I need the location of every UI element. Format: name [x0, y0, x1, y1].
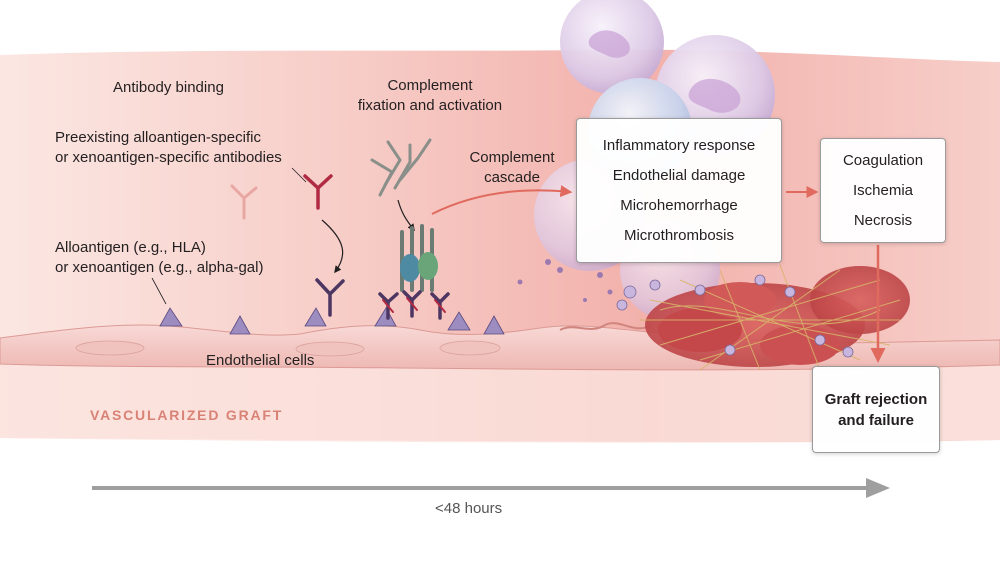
cascade-arrow	[431, 185, 573, 215]
label-complement-cascade: Complement cascade	[460, 148, 564, 188]
complement-complex	[370, 138, 450, 320]
alloantigen-markers	[159, 307, 505, 335]
box-graft-failure: Graft rejection and failure	[812, 366, 940, 453]
leader-line	[151, 277, 167, 305]
label-preexisting-antibodies: Preexisting alloantigen-specific or xeno…	[55, 128, 282, 168]
endothelial-nucleus	[439, 340, 501, 356]
bound-antibody	[315, 278, 345, 317]
complement-debris	[517, 259, 613, 302]
red-cell	[658, 308, 742, 352]
label-complement-fixation-line1: Complement	[387, 77, 473, 94]
label-preexisting-line2: or xenoantigen-specific antibodies	[55, 149, 282, 166]
label-alloantigen: Alloantigen (e.g., HLA) or xenoantigen (…	[55, 238, 263, 278]
label-endothelial-cells: Endothelial cells	[206, 352, 315, 369]
label-alloantigen-line2: or xenoantigen (e.g., alpha-gal)	[55, 259, 264, 276]
leader-line	[291, 167, 307, 183]
label-complement-fixation: Complement fixation and activation	[345, 76, 515, 116]
box-inflammation-item: Endothelial damage	[612, 166, 746, 184]
red-cell	[760, 325, 840, 365]
box-inflammation-item: Microhemorrhage	[620, 196, 738, 214]
box-inflammation-item: Microthrombosis	[623, 226, 735, 244]
label-preexisting-line1: Preexisting alloantigen-specific	[55, 129, 261, 146]
timeline-arrowhead	[866, 478, 890, 498]
box-outcomes-item: Coagulation	[842, 151, 924, 169]
label-vascularized-graft: VASCULARIZED GRAFT	[90, 407, 284, 423]
label-complement-cascade-line2: cascade	[484, 169, 540, 186]
label-complement-fixation-line2: fixation and activation	[357, 97, 503, 114]
label-timeline: <48 hours	[435, 500, 503, 517]
damaged-endothelium	[559, 322, 651, 331]
box-outcomes: Coagulation Ischemia Necrosis	[820, 138, 946, 243]
box-graft-failure-line2: and failure	[838, 411, 914, 429]
free-antibody	[230, 184, 258, 220]
platelets	[616, 274, 854, 358]
box-inflammation: Inflammatory response Endothelial damage…	[576, 118, 782, 263]
box-graft-failure-line1: Graft rejection	[824, 390, 928, 408]
endothelial-nucleus	[75, 340, 145, 356]
endothelial-nucleus	[295, 341, 365, 357]
box-inflammation-item: Inflammatory response	[602, 136, 756, 154]
label-alloantigen-line1: Alloantigen (e.g., HLA)	[55, 239, 206, 256]
label-antibody-binding: Antibody binding	[113, 79, 224, 96]
binding-arrow	[321, 219, 344, 274]
tissue-lower-glow	[0, 355, 1000, 443]
label-complement-cascade-line1: Complement	[469, 149, 555, 166]
free-antibody	[303, 174, 333, 210]
box-outcomes-item: Ischemia	[852, 181, 914, 199]
thrombus	[810, 266, 910, 334]
box-outcomes-item: Necrosis	[853, 211, 913, 229]
